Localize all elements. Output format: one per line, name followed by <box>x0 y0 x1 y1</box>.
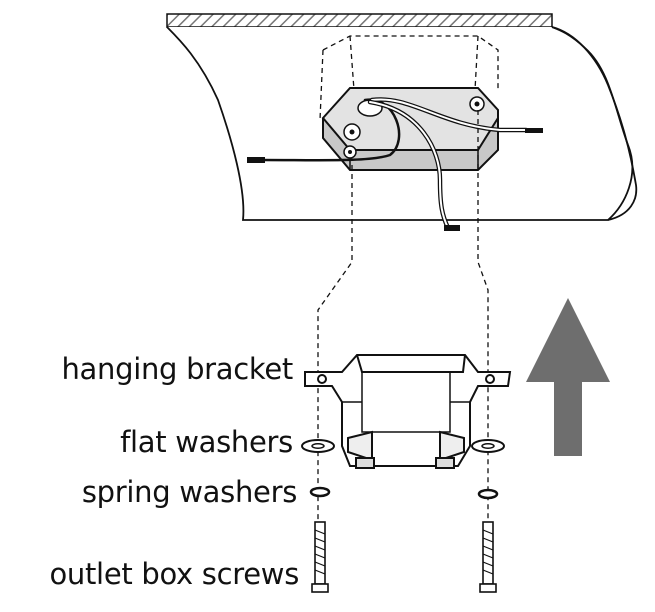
hanging-bracket <box>304 354 512 469</box>
supply-wires <box>247 97 543 231</box>
label-hanging-bracket: hanging bracket <box>61 352 293 386</box>
label-spring-washers: spring washers <box>81 475 297 509</box>
ground-wire-end <box>444 225 460 231</box>
up-arrow-icon <box>526 298 610 456</box>
bracket-slot <box>485 374 495 384</box>
black-wire-end <box>247 157 265 163</box>
ceiling-hatch <box>166 13 553 28</box>
ceiling-edge <box>551 26 638 221</box>
spring-washer-right <box>477 488 499 500</box>
outlet-box-screws <box>311 521 497 593</box>
screw-right <box>479 521 497 593</box>
flat-washers <box>301 439 505 453</box>
white-wire-end <box>525 128 543 133</box>
spring-washer-left <box>309 486 331 498</box>
screw-left <box>311 521 329 593</box>
label-outlet-box-screws: outlet box screws <box>49 557 299 591</box>
ceiling-recess <box>319 35 499 121</box>
bracket-slot <box>317 374 327 384</box>
outlet-box <box>321 87 499 171</box>
spring-washers <box>309 486 499 500</box>
label-flat-washers: flat washers <box>120 425 293 459</box>
alignment-lines <box>317 110 489 520</box>
